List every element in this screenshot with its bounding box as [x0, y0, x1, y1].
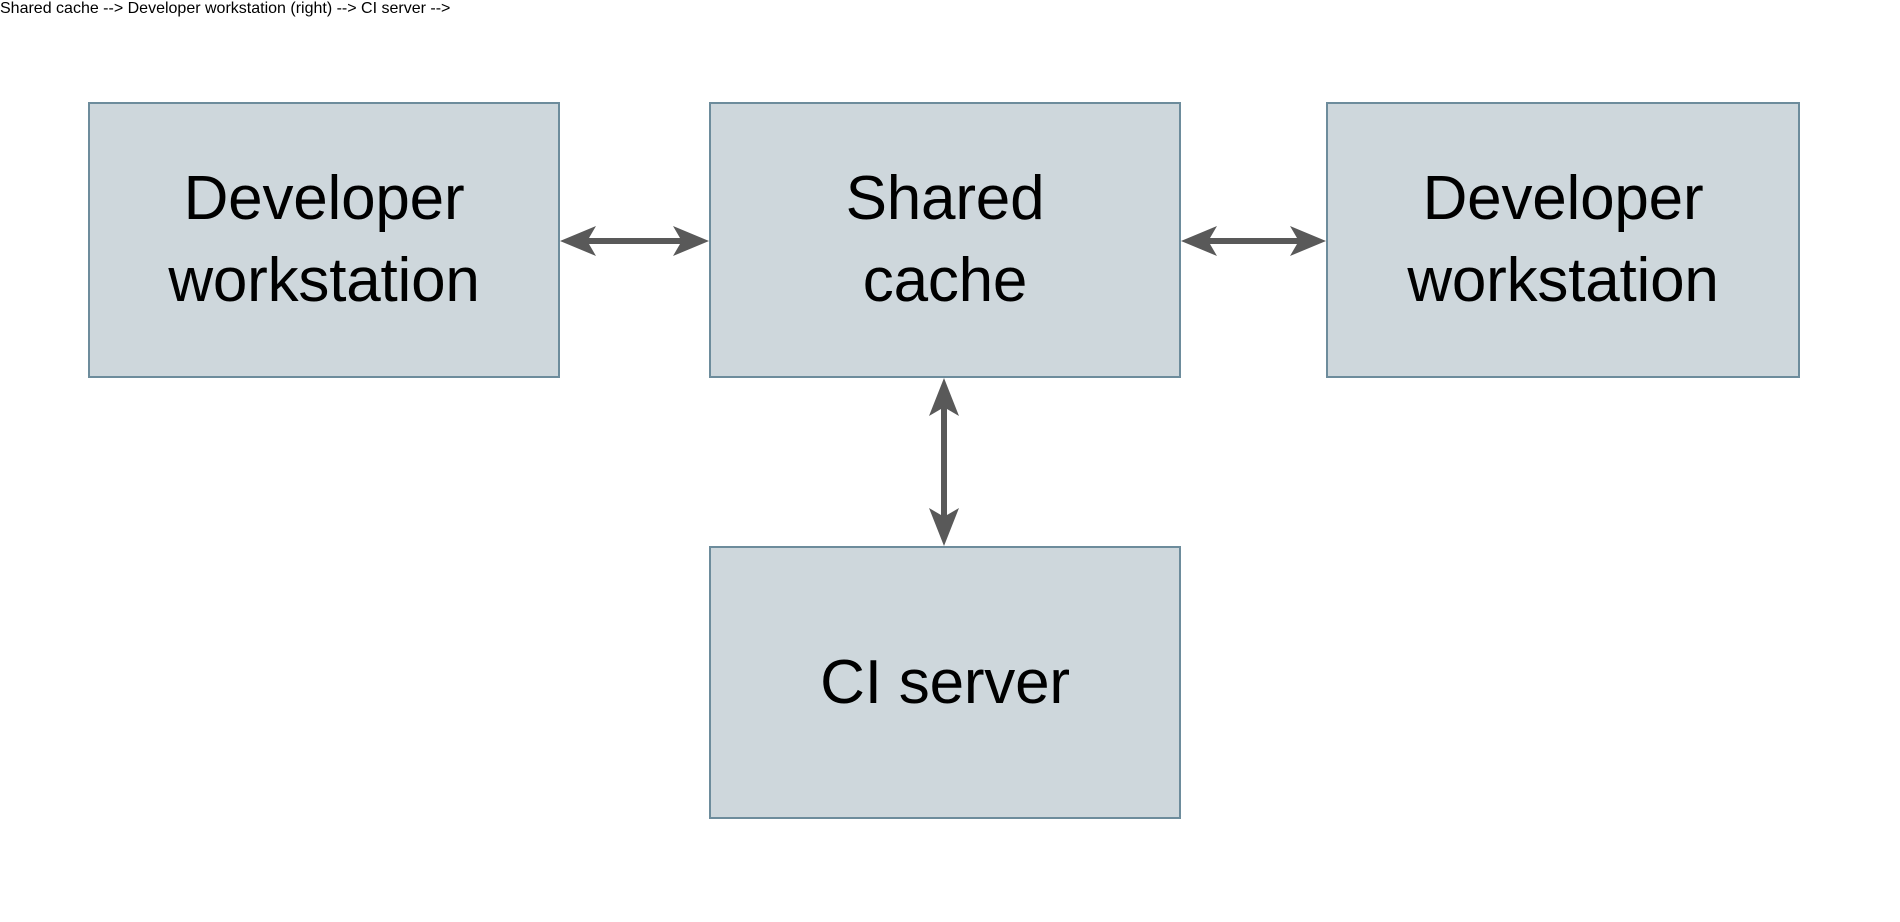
double-arrow-horizontal-icon: [1181, 226, 1326, 256]
node-label: Developer workstation: [168, 164, 480, 315]
double-arrow-vertical-icon: [929, 378, 959, 546]
edge-shared-cache-to-ci-server: [915, 374, 973, 550]
node-ci-server[interactable]: CI server: [709, 546, 1181, 819]
edge-shared-cache-to-developer-workstation-right: [1177, 212, 1330, 270]
node-developer-workstation-right[interactable]: Developer workstation: [1326, 102, 1800, 378]
edge-developer-workstation-left-to-shared-cache: [556, 212, 713, 270]
node-label: CI server: [820, 647, 1070, 717]
double-arrow-horizontal-icon: [560, 226, 709, 256]
node-developer-workstation-left[interactable]: Developer workstation: [88, 102, 560, 378]
node-label: Developer workstation: [1407, 164, 1719, 315]
node-shared-cache[interactable]: Shared cache: [709, 102, 1181, 378]
node-label: Shared cache: [845, 164, 1045, 315]
